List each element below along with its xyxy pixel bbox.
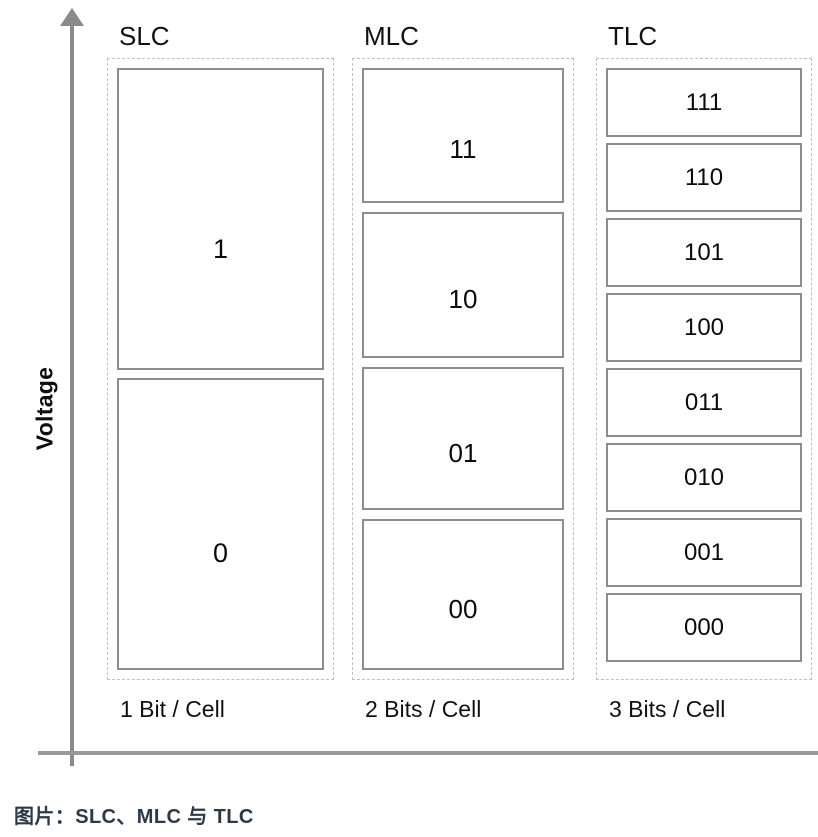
column-container-slc: 1 0 — [107, 58, 334, 680]
cell-tlc-101: 101 — [606, 218, 802, 287]
column-footer-mlc: 2 Bits / Cell — [365, 696, 482, 722]
column-tlc: TLC 111 110 101 100 011 010 001 000 3 Bi… — [596, 20, 812, 723]
figure-caption: 图片：SLC、MLC 与 TLC — [14, 806, 254, 828]
cell-tlc-011: 011 — [606, 368, 802, 437]
cell-mlc-11: 11 — [362, 68, 564, 203]
y-axis-arrow-icon — [60, 8, 84, 26]
column-container-mlc: 11 10 01 00 — [352, 58, 574, 680]
y-axis-line — [70, 22, 74, 766]
cell-mlc-00: 00 — [362, 519, 564, 670]
column-header-slc: SLC — [119, 21, 170, 51]
x-axis-line — [38, 751, 818, 755]
cell-slc-0: 0 — [117, 377, 324, 670]
column-mlc: MLC 11 10 01 00 2 Bits / Cell — [352, 20, 574, 723]
column-container-tlc: 111 110 101 100 011 010 001 000 — [596, 58, 812, 680]
column-header-mlc: MLC — [364, 21, 419, 51]
cell-mlc-10: 10 — [362, 211, 564, 358]
column-header-tlc: TLC — [608, 21, 658, 51]
cell-tlc-000: 000 — [606, 593, 802, 662]
cell-tlc-111: 111 — [606, 68, 802, 137]
y-axis-label: Voltage — [31, 366, 58, 451]
cell-mlc-01: 01 — [362, 366, 564, 511]
cell-tlc-110: 110 — [606, 143, 802, 212]
column-slc: SLC 1 0 1 Bit / Cell — [107, 20, 334, 723]
column-footer-slc: 1 Bit / Cell — [120, 696, 225, 722]
cell-tlc-100: 100 — [606, 293, 802, 362]
column-footer-tlc: 3 Bits / Cell — [609, 696, 726, 722]
cell-tlc-001: 001 — [606, 518, 802, 587]
cell-slc-1: 1 — [117, 68, 324, 370]
cell-tlc-010: 010 — [606, 443, 802, 512]
